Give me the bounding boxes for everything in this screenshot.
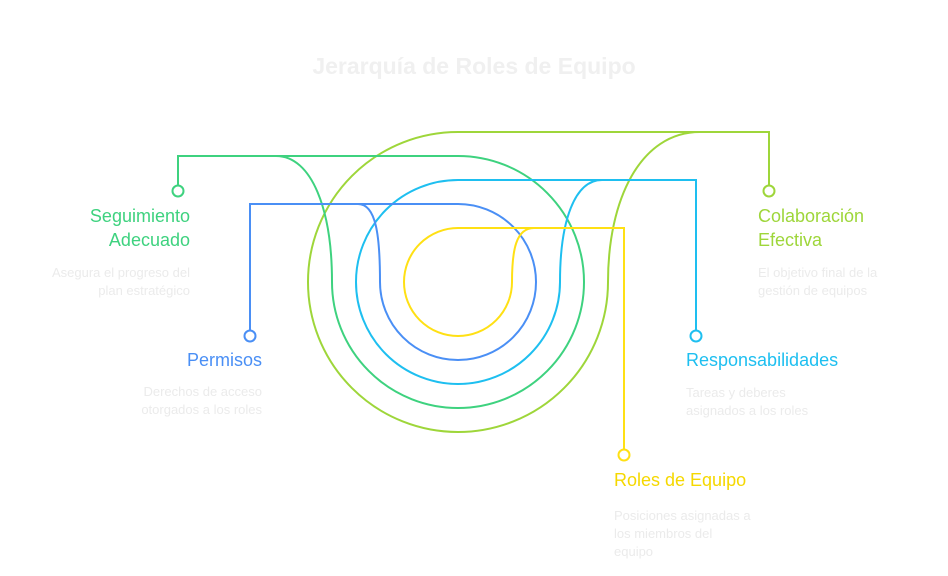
desc-line: Tareas y deberes xyxy=(686,385,786,400)
connector-dot-seguimiento xyxy=(171,184,185,198)
label-line: Seguimiento xyxy=(89,206,190,226)
label-line: Colaboración xyxy=(758,206,865,226)
connector-dot-colaboracion xyxy=(762,184,776,198)
desc-colaboracion: El objetivo final de la gestión de equip… xyxy=(758,264,877,300)
label-permisos: Permisos xyxy=(186,350,262,370)
ring-responsabilidades xyxy=(355,179,697,385)
desc-permisos: Derechos de acceso otorgados a los roles xyxy=(141,383,262,419)
desc-line: Posiciones asignadas a xyxy=(614,508,751,523)
ring-colaboracion xyxy=(307,131,770,433)
label-seguimiento: Seguimiento Adecuado xyxy=(90,204,190,252)
label-roles: Roles de Equipo xyxy=(614,470,747,490)
connector-dot-roles xyxy=(617,448,631,462)
ring-permisos xyxy=(249,203,537,361)
label-line: Adecuado xyxy=(108,230,190,250)
desc-seguimiento: Asegura el progreso del plan estratégico xyxy=(52,264,190,300)
desc-line: asignados a los roles xyxy=(686,403,809,418)
desc-line: plan estratégico xyxy=(98,283,190,298)
diagram-title: Jerarquía de Roles de Equipo xyxy=(312,53,636,79)
desc-line: Asegura el progreso del xyxy=(51,265,190,280)
connector-dot-responsabilidades xyxy=(689,329,703,343)
label-line: Efectiva xyxy=(758,230,823,250)
desc-responsabilidades: Tareas y deberes asignados a los roles xyxy=(686,384,808,420)
desc-line: otorgados a los roles xyxy=(141,402,262,417)
ring-seguimiento xyxy=(177,155,585,409)
desc-roles: Posiciones asignadas a los miembros del … xyxy=(614,507,751,561)
label-responsabilidades: Responsabilidades xyxy=(686,350,839,370)
desc-line: Derechos de acceso xyxy=(143,384,262,399)
desc-line: El objetivo final de la xyxy=(758,265,878,280)
label-colaboracion: Colaboración Efectiva xyxy=(758,204,864,252)
desc-line: gestión de equipos xyxy=(758,283,868,298)
connector-dot-permisos xyxy=(243,329,257,343)
desc-line: los miembros del xyxy=(614,526,713,541)
ring-roles xyxy=(403,227,625,449)
desc-line: equipo xyxy=(614,544,654,559)
